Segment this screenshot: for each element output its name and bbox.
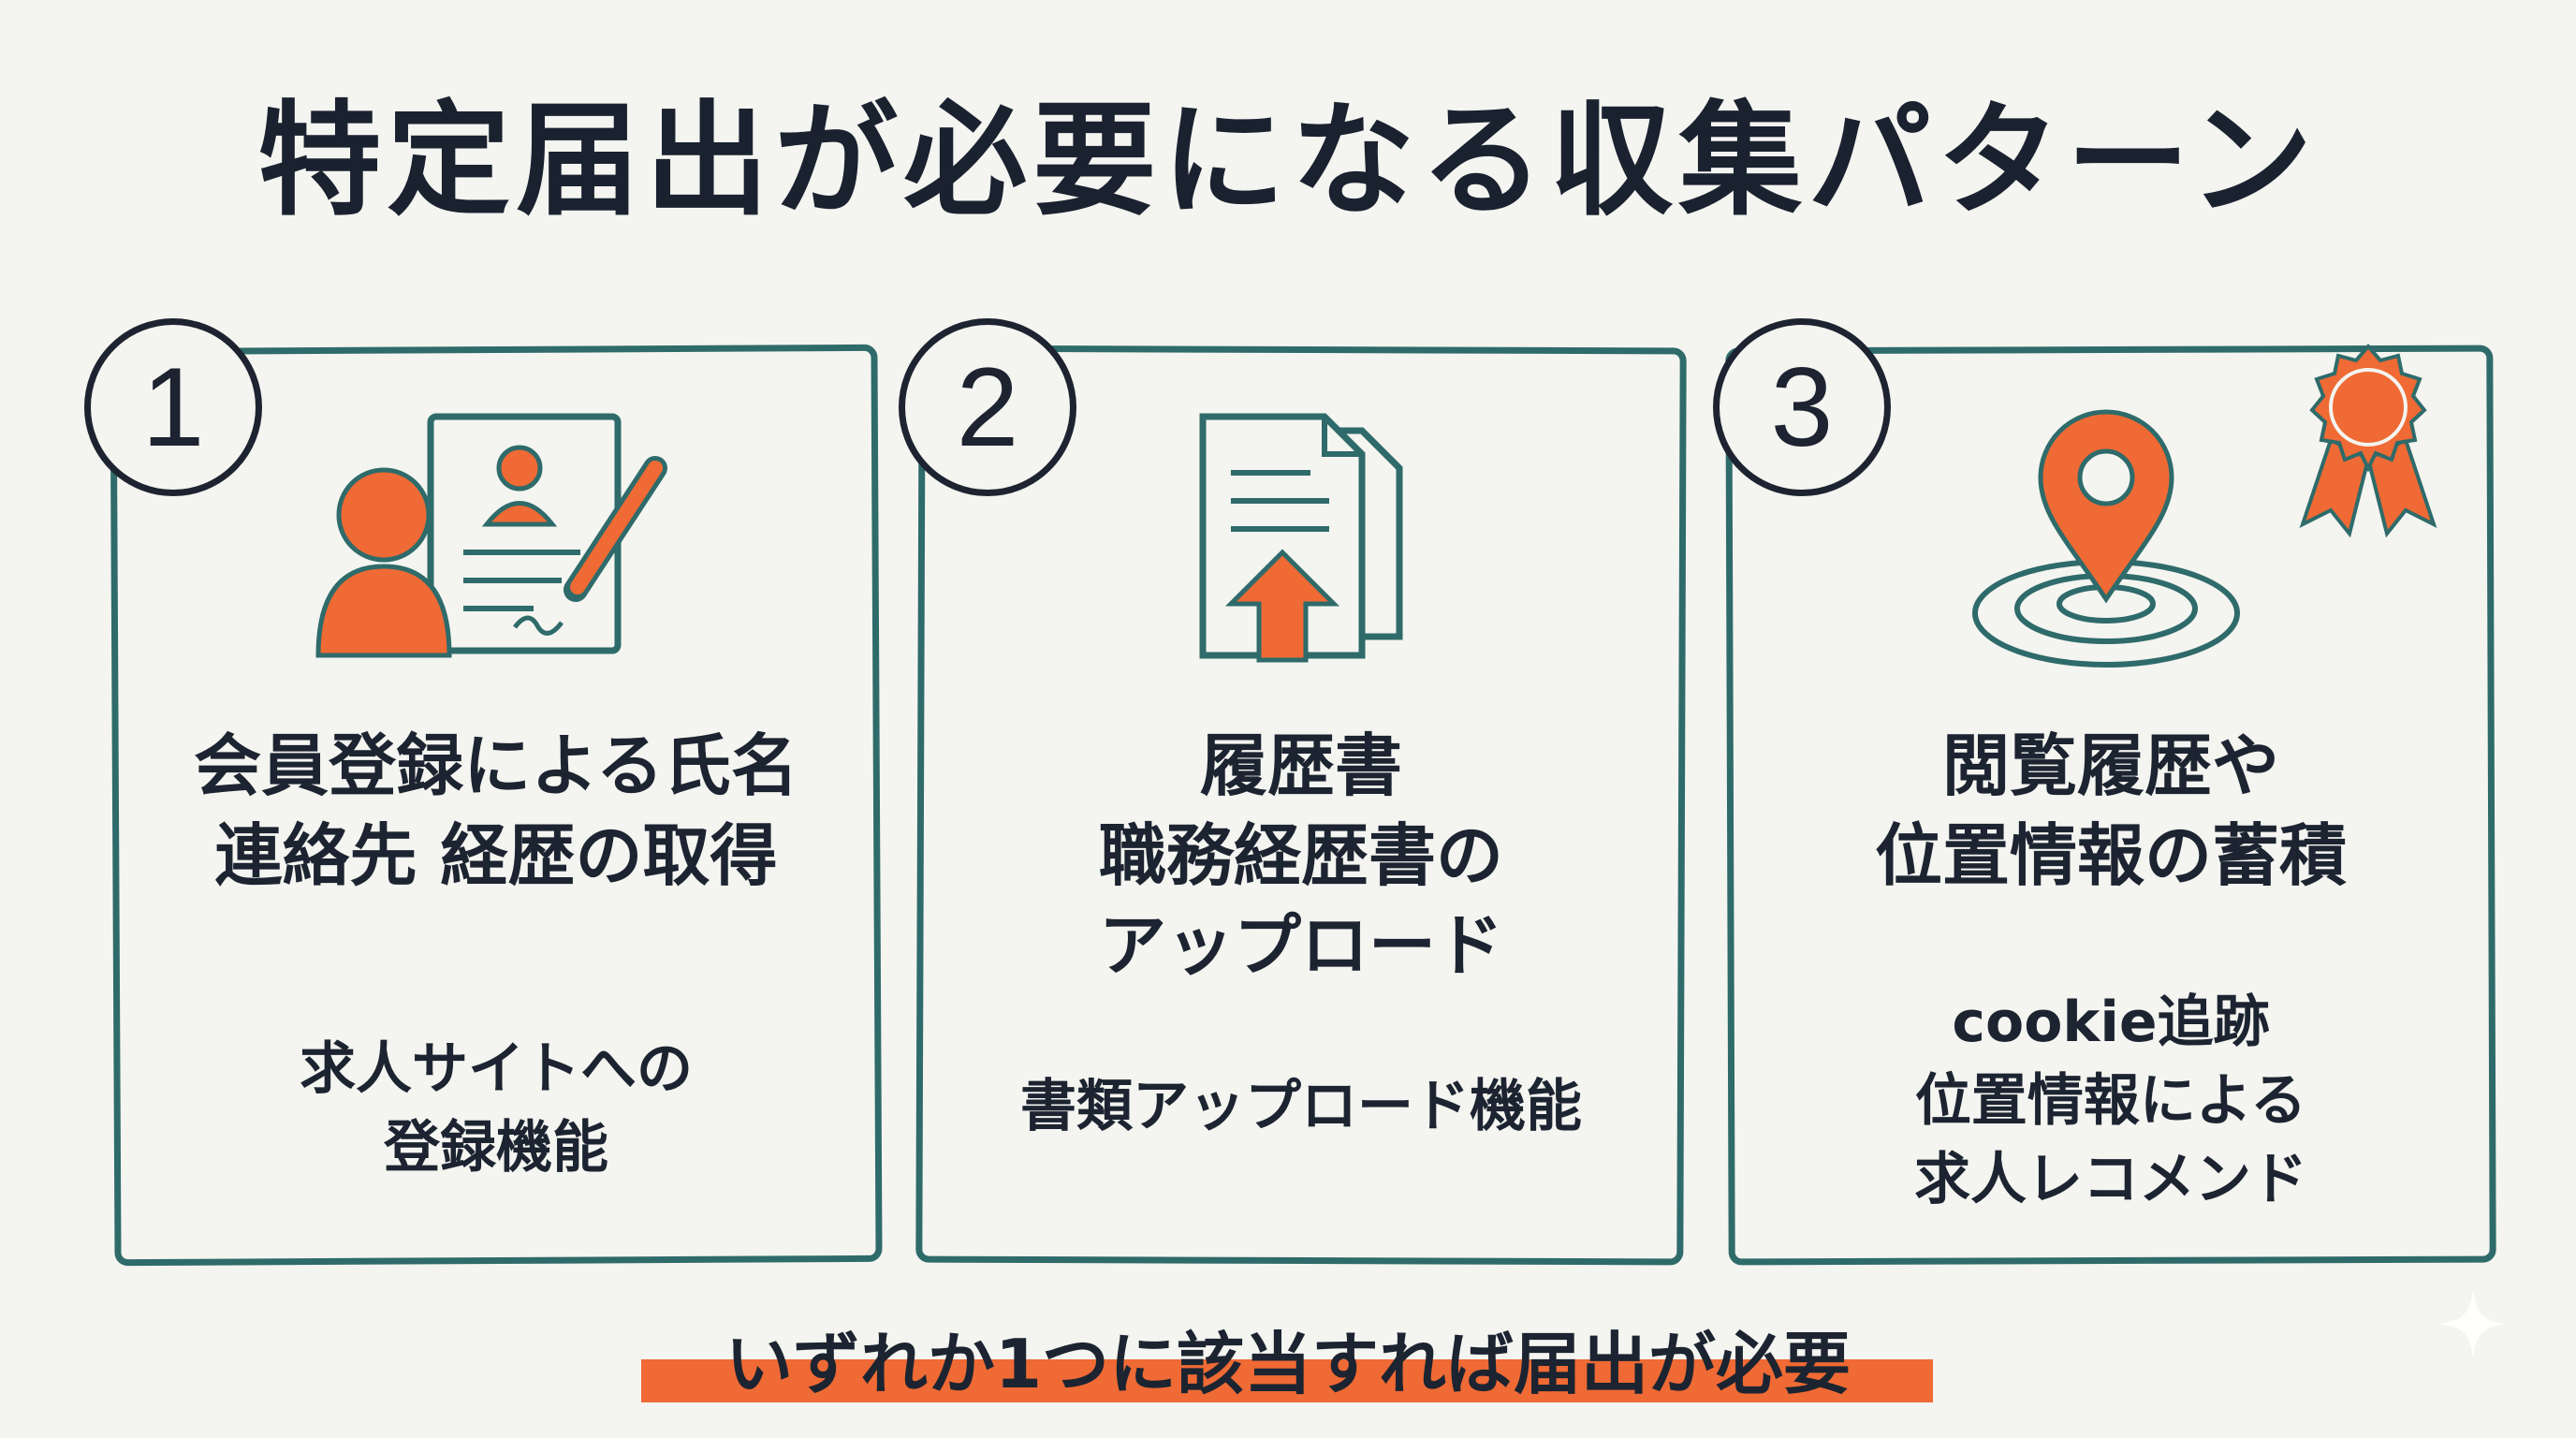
card-3-heading-line: 閲覧履歴や	[1941, 726, 2279, 805]
card-3-heading: 閲覧履歴や 位置情報の蓄積	[1727, 721, 2495, 901]
card-1-heading: 会員登録による氏名 連絡先 経歴の取得	[112, 721, 880, 901]
card-3-sub: cookie追跡 位置情報による 求人レコメンド	[1727, 983, 2495, 1219]
card-2-sub: 書類アップロード機能	[917, 1067, 1685, 1146]
card-1-heading-line: 連絡先 経歴の取得	[214, 816, 778, 895]
card-3-number: 3	[1713, 318, 1891, 496]
card-1-sub: 求人サイトへの 登録機能	[112, 1030, 880, 1187]
bottom-note: いずれか1つに該当すれば届出が必要	[724, 1325, 1852, 1403]
document-upload-icon	[1199, 413, 1403, 663]
card-2-number: 2	[899, 318, 1076, 496]
card-3-sub-line: cookie追跡	[1952, 990, 2270, 1055]
user-registration-form-icon	[315, 413, 667, 658]
card-1-number: 1	[84, 318, 262, 496]
card-1-sub-line: 登録機能	[384, 1115, 608, 1181]
card-3-heading-line: 位置情報の蓄積	[1874, 816, 2347, 895]
location-pin-icon	[1972, 409, 2240, 668]
card-2-heading: 履歴書 職務経歴書の アップロード	[917, 721, 1685, 990]
card-3-sub-line: 求人レコメンド	[1914, 1147, 2307, 1212]
card-1-sub-line: 求人サイトへの	[300, 1036, 693, 1102]
card-2-heading-line: 履歴書	[1199, 726, 1402, 805]
award-ribbon-icon	[2299, 343, 2437, 538]
card-2-heading-line: アップロード	[1098, 906, 1503, 985]
card-2-sub-line: 書類アップロード機能	[1020, 1074, 1582, 1139]
card-2-heading-line: 職務経歴書の	[1098, 816, 1503, 895]
bottom-highlight-bar	[641, 1359, 1933, 1402]
sparkle-icon	[2439, 1290, 2507, 1357]
page-title: 特定届出が必要になる収集パターン	[257, 89, 2319, 233]
card-1-heading-line: 会員登録による氏名	[194, 726, 798, 805]
card-3-sub-line: 位置情報による	[1914, 1068, 2307, 1134]
